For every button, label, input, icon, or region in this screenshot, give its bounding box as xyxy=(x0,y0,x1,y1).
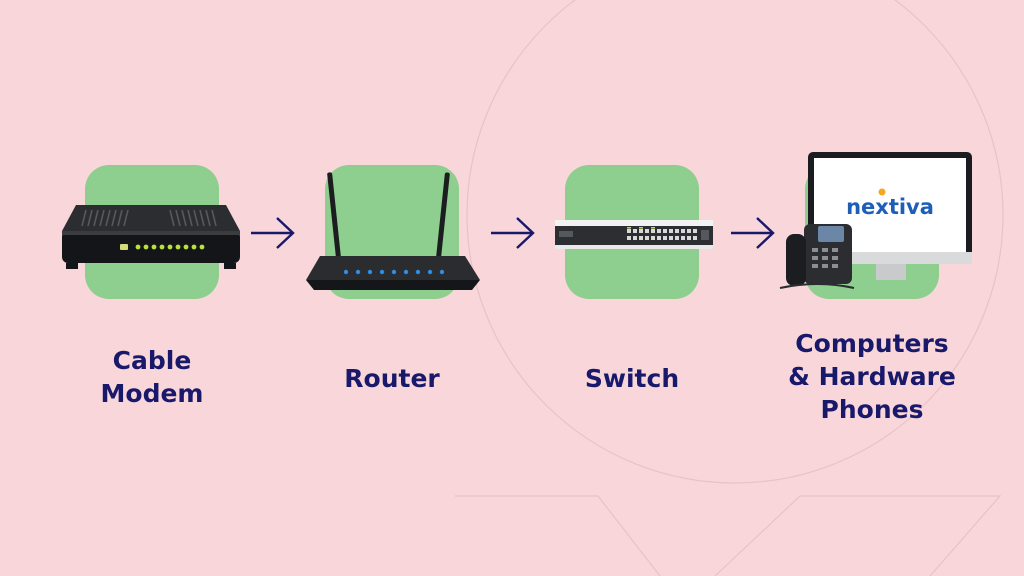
endpoints-label: Computers & Hardware Phones xyxy=(772,327,972,426)
router-icon xyxy=(306,172,480,290)
cable-modem-label: Cable Modem xyxy=(62,344,242,410)
label-line: & Hardware xyxy=(788,362,956,391)
label-line: Computers xyxy=(795,329,949,358)
computer-and-phone-icon: nextiva xyxy=(779,152,972,289)
network-switch-icon xyxy=(555,220,713,249)
arrow-right-icon xyxy=(491,217,535,249)
nextiva-logo: nextiva xyxy=(846,195,934,219)
label-line: Phones xyxy=(820,395,924,424)
label-line: Cable xyxy=(112,346,192,375)
switch-label: Switch xyxy=(542,362,722,395)
arrow-right-icon xyxy=(251,217,295,249)
label-line: Switch xyxy=(584,364,680,393)
arrow-right-icon xyxy=(731,217,775,249)
router-label: Router xyxy=(302,362,482,395)
label-line: Modem xyxy=(100,379,204,408)
label-line: Router xyxy=(344,364,440,393)
cable-modem-icon xyxy=(62,205,240,269)
